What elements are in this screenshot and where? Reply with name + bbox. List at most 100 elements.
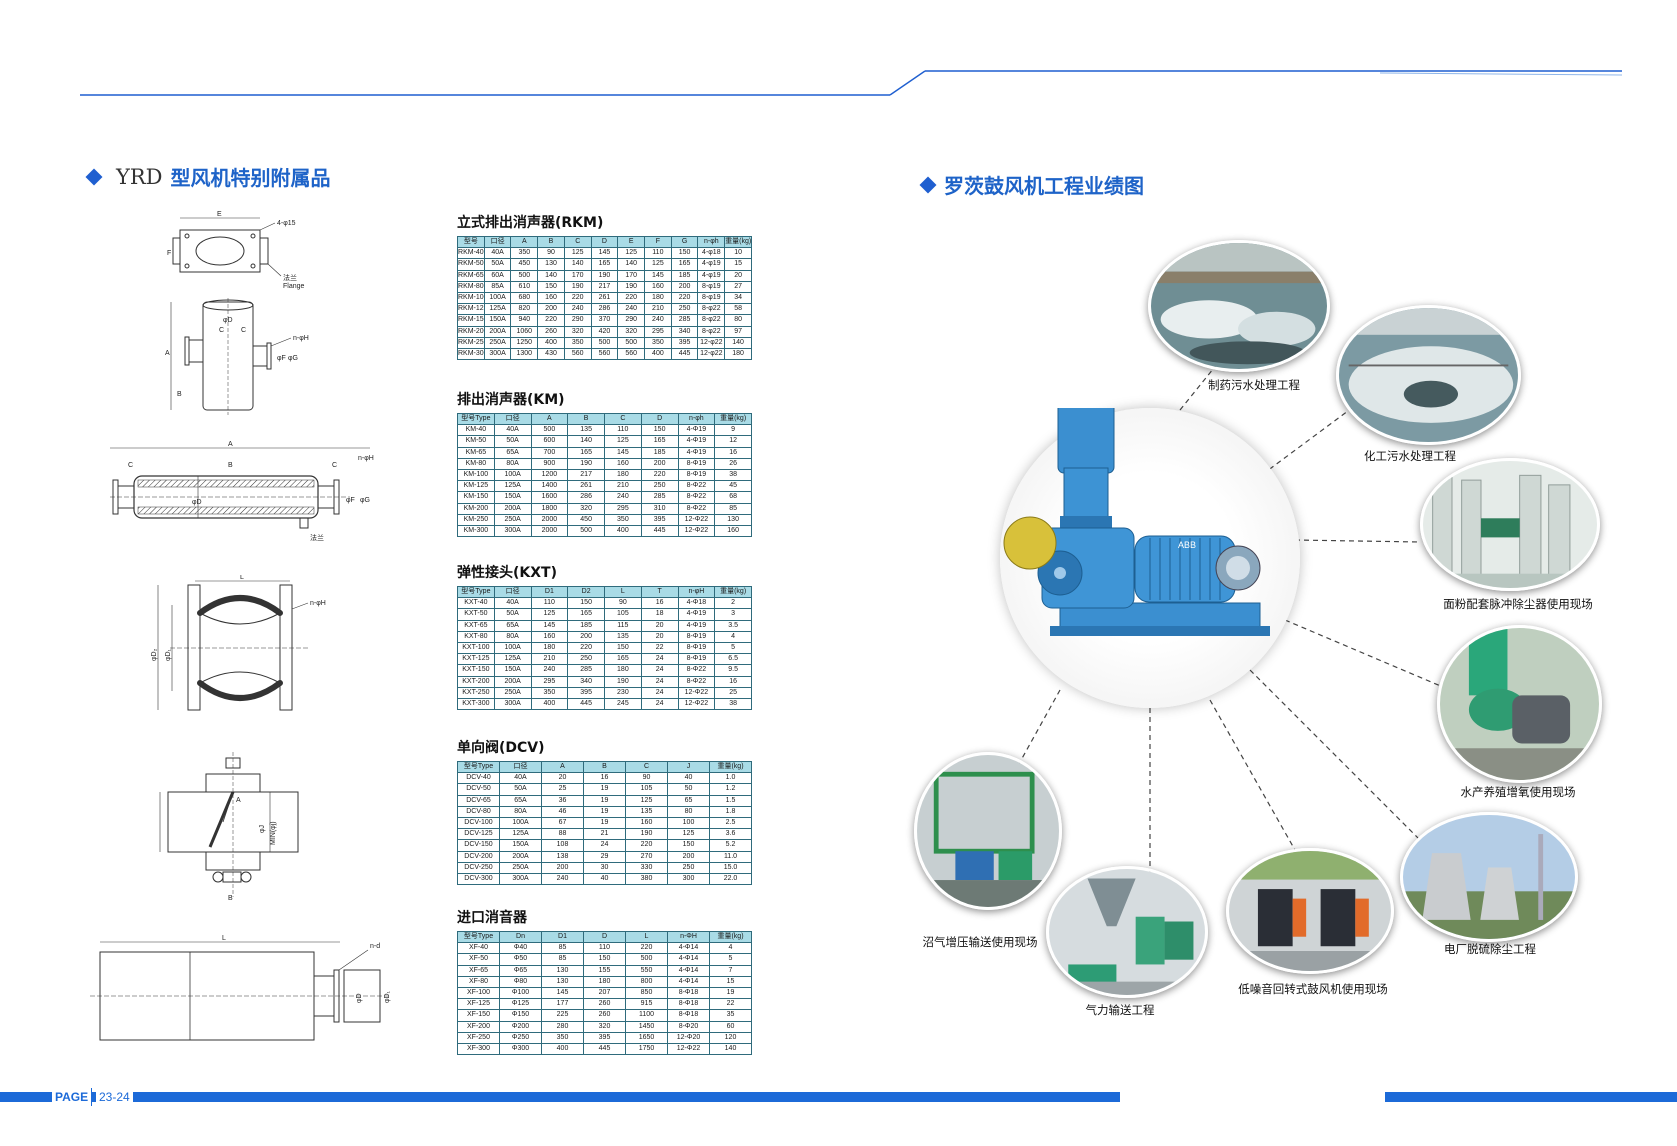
d1-flange-en-label: Flange bbox=[283, 283, 305, 290]
kxt-joint-drawing: L φD₂ φD₁ n-φH bbox=[151, 575, 326, 711]
caption-low-noise-blower: 低噪音回转式鼓风机使用现场 bbox=[1238, 982, 1388, 996]
d4-b-label: B bbox=[228, 895, 233, 902]
table-cell: 300A bbox=[493, 524, 532, 538]
low-noise-blower-image bbox=[1229, 851, 1391, 971]
table-cell: DCV-300 bbox=[457, 872, 500, 886]
table-cell: 285 bbox=[640, 491, 679, 504]
aquaculture-blower-image bbox=[1440, 628, 1599, 780]
footer-bar-right bbox=[1385, 1092, 1677, 1102]
d1-e-label: E bbox=[217, 211, 222, 218]
top-rule bbox=[80, 70, 1623, 96]
roots-blower-image: ABB bbox=[1003, 408, 1270, 636]
table-title: 进口消音器 bbox=[457, 910, 527, 926]
table-row: RKM-300300A130043056056056040044512-φ221… bbox=[457, 347, 752, 361]
table-title: 立式排出消声器(RKM) bbox=[457, 215, 604, 231]
project-photo-biogas bbox=[914, 752, 1062, 910]
table-cell: 245 bbox=[604, 697, 642, 711]
table-cell: KXT-300 bbox=[457, 697, 495, 711]
table-cell: 1300 bbox=[510, 347, 539, 361]
table-cell: 130 bbox=[537, 258, 565, 271]
table-cell: 12-Φ22 bbox=[677, 513, 716, 526]
table-cell: 105 bbox=[625, 783, 668, 796]
d5-l-label: L bbox=[222, 935, 226, 942]
caption-biogas: 沼气增压输送使用现场 bbox=[922, 935, 1038, 949]
table-cell: 160 bbox=[644, 280, 672, 293]
table-cell: 80 bbox=[667, 805, 710, 818]
project-photo-flour-dust bbox=[1420, 458, 1600, 591]
table-cell: 38 bbox=[714, 697, 752, 711]
d3-phid1-label: φD₁ bbox=[165, 648, 172, 661]
table-cell: 560 bbox=[563, 347, 592, 361]
table-cell: Φ300 bbox=[499, 1042, 542, 1056]
table-cell: 560 bbox=[590, 347, 619, 361]
project-photo-aquaculture bbox=[1437, 625, 1602, 783]
d5-phid-label: φD bbox=[356, 993, 363, 1003]
d3-l-label: L bbox=[240, 575, 244, 581]
table-cell: 22.0 bbox=[709, 872, 752, 886]
d2-c2-label: C bbox=[332, 462, 337, 469]
table-header-cell: E bbox=[617, 235, 646, 249]
left-section-header: YRD 型风机特别附属品 bbox=[85, 162, 331, 191]
table-cell: 40 bbox=[583, 872, 626, 886]
d1-phif-label: φF bbox=[277, 355, 286, 362]
d2-b-label: B bbox=[228, 462, 233, 469]
table-cell: XF-300 bbox=[457, 1042, 500, 1056]
table-cell: 85 bbox=[714, 502, 752, 515]
table-cell: RKM-300 bbox=[457, 347, 485, 361]
rkm-silencer-drawing: E 4-φ15 法兰 Flange F A B C C φD n-φH φF φ… bbox=[165, 211, 309, 415]
table-cell: 240 bbox=[563, 303, 592, 316]
table-cell: 100A bbox=[493, 641, 532, 655]
table-cell: 400 bbox=[604, 524, 642, 538]
table-cell: 160 bbox=[714, 524, 752, 538]
table-cell: 185 bbox=[670, 269, 699, 282]
d2-nphih-label: n-φH bbox=[358, 455, 374, 462]
table-cell: 140 bbox=[709, 1042, 752, 1056]
d1-holes-label: 4-φ15 bbox=[277, 220, 296, 227]
table-cell: 125 bbox=[667, 828, 710, 841]
table-cell: 261 bbox=[590, 291, 619, 305]
table-cell: 400 bbox=[644, 347, 672, 361]
caption-pneumatic-conveying: 气力输送工程 bbox=[1085, 1003, 1155, 1017]
table-header-cell: 型号 bbox=[457, 235, 485, 249]
page-label: PAGE bbox=[52, 1090, 92, 1104]
table-header-cell: D bbox=[590, 235, 619, 249]
caption-power-plant: 电厂脱硫除尘工程 bbox=[1444, 942, 1536, 956]
table-header-cell: A bbox=[510, 235, 539, 249]
pneumatic-conveying-image bbox=[1049, 869, 1205, 995]
page-numbers: 23-24 bbox=[96, 1090, 133, 1104]
table-title: 单向阀(DCV) bbox=[457, 740, 545, 756]
table-cell: 12-Φ22 bbox=[677, 524, 716, 538]
table-cell: 445 bbox=[583, 1042, 626, 1056]
table-cell: 500 bbox=[567, 524, 605, 538]
caption-pharma-wastewater: 制药污水处理工程 bbox=[1208, 378, 1300, 392]
table-cell: 300 bbox=[667, 872, 710, 886]
table-cell: 260 bbox=[537, 325, 565, 338]
footer-bar-left bbox=[0, 1092, 1120, 1102]
d1-phig-label: φG bbox=[288, 355, 298, 362]
caption-flour-dust: 面粉配套脉冲除尘器使用现场 bbox=[1443, 597, 1593, 611]
table-cell: 445 bbox=[670, 347, 699, 361]
